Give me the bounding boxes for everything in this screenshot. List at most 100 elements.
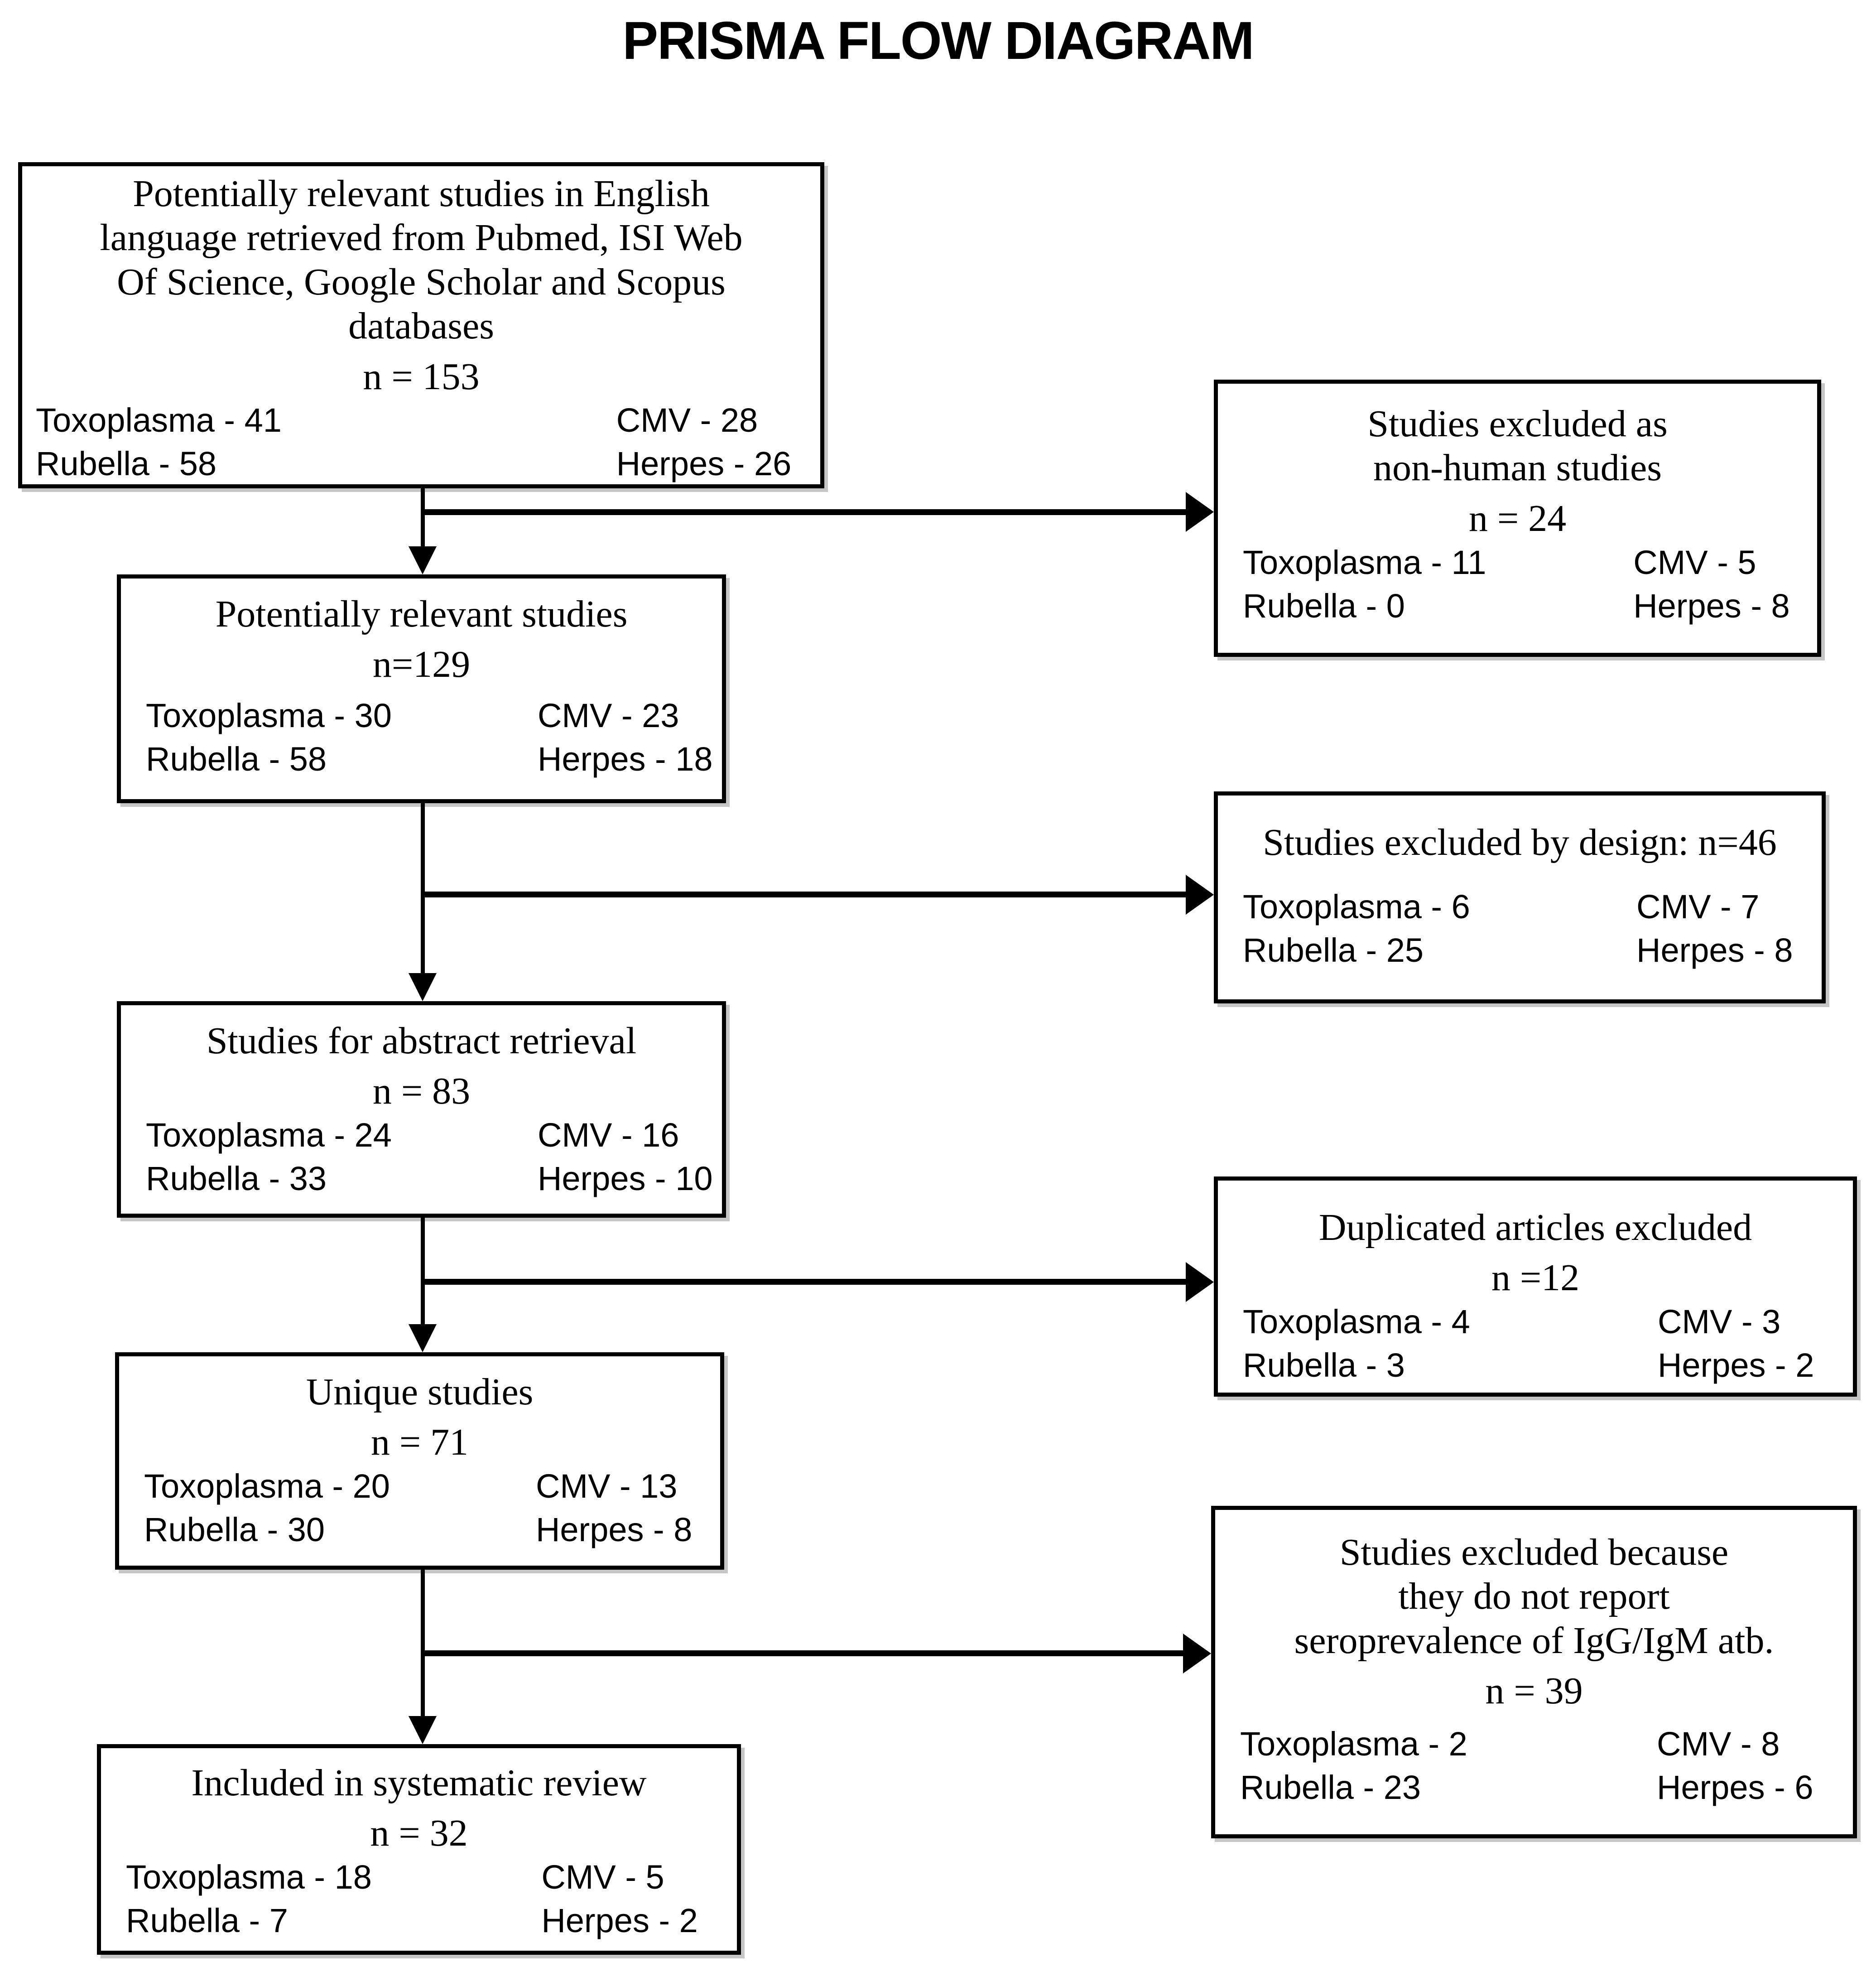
n-count: n = 39 <box>1485 1670 1583 1712</box>
heading-line: Of Science, Google Scholar and Scopus <box>117 260 726 303</box>
stats-grid: Toxoplasma - 20 Rubella - 30 CMV - 13 He… <box>119 1465 720 1552</box>
stats-col-left: Toxoplasma - 24 Rubella - 33 <box>146 1114 538 1200</box>
stats-grid: Toxoplasma - 18 Rubella - 7 CMV - 5 Herp… <box>101 1856 737 1943</box>
stat-herpes: Herpes - 8 <box>1633 587 1790 625</box>
connector-right-2 <box>423 892 1188 897</box>
stats-grid: Toxoplasma - 2 Rubella - 23 CMV - 8 Herp… <box>1215 1722 1853 1809</box>
connector-right-3 <box>423 1279 1188 1285</box>
stats-col-left: Toxoplasma - 11 Rubella - 0 <box>1243 541 1633 628</box>
arrowhead-right-3-icon <box>1186 1262 1214 1302</box>
stat-toxoplasma: Toxoplasma - 18 <box>126 1858 372 1896</box>
stat-cmv: CMV - 13 <box>535 1467 678 1505</box>
stats-col-left: Toxoplasma - 2 Rubella - 23 <box>1240 1722 1657 1809</box>
stat-toxoplasma: Toxoplasma - 4 <box>1243 1302 1470 1340</box>
stats-col-right: CMV - 5 Herpes - 2 <box>541 1856 737 1943</box>
n-count: n = 24 <box>1468 497 1567 540</box>
arrowhead-down-4-icon <box>409 1716 437 1744</box>
stat-cmv: CMV - 28 <box>616 401 758 439</box>
stats-col-left: Toxoplasma - 30 Rubella - 58 <box>146 694 538 781</box>
stats-grid: Toxoplasma - 24 Rubella - 33 CMV - 16 He… <box>121 1114 722 1200</box>
stat-herpes: Herpes - 2 <box>541 1902 698 1940</box>
stats-grid: Toxoplasma - 41 Rubella - 58 CMV - 28 He… <box>22 399 820 486</box>
connector-right-1 <box>423 509 1188 515</box>
stat-cmv: CMV - 5 <box>1633 543 1756 581</box>
box-heading: Potentially relevant studies in English … <box>22 172 820 348</box>
stats-col-left: Toxoplasma - 18 Rubella - 7 <box>126 1856 541 1943</box>
stats-col-right: CMV - 23 Herpes - 18 <box>538 694 722 781</box>
stats-col-right: CMV - 5 Herpes - 8 <box>1633 541 1817 628</box>
stat-rubella: Rubella - 3 <box>1243 1346 1405 1384</box>
box-heading: Studies excluded by design: n=46 <box>1218 820 1822 864</box>
stat-rubella: Rubella - 23 <box>1240 1768 1421 1806</box>
heading-line: language retrieved from Pubmed, ISI Web <box>100 217 743 259</box>
heading-line: databases <box>348 305 494 347</box>
stat-herpes: Herpes - 8 <box>535 1511 693 1549</box>
stat-toxoplasma: Toxoplasma - 11 <box>1243 543 1486 581</box>
stat-rubella: Rubella - 33 <box>146 1160 327 1198</box>
heading-line: Potentially relevant studies in English <box>133 173 710 215</box>
stats-col-right: CMV - 16 Herpes - 10 <box>538 1114 722 1200</box>
heading-line: Studies excluded as <box>1367 403 1668 445</box>
stat-toxoplasma: Toxoplasma - 20 <box>144 1467 390 1505</box>
stats-grid: Toxoplasma - 11 Rubella - 0 CMV - 5 Herp… <box>1218 541 1817 628</box>
heading-line: Potentially relevant studies <box>215 593 628 635</box>
page-title: PRISMA FLOW DIAGRAM <box>622 11 1254 71</box>
stat-rubella: Rubella - 25 <box>1243 931 1424 969</box>
stat-toxoplasma: Toxoplasma - 30 <box>146 696 392 734</box>
stats-col-right: CMV - 8 Herpes - 6 <box>1657 1722 1853 1809</box>
stat-cmv: CMV - 5 <box>541 1858 664 1896</box>
stat-toxoplasma: Toxoplasma - 6 <box>1243 887 1470 926</box>
box-relevant-studies: Potentially relevant studies n=129 Toxop… <box>117 574 726 803</box>
box-heading: Unique studies <box>119 1370 720 1414</box>
box-heading: Potentially relevant studies <box>121 592 722 636</box>
box-heading: Studies excluded as non-human studies <box>1218 402 1817 490</box>
stat-toxoplasma: Toxoplasma - 41 <box>36 401 282 439</box>
stats-grid: Toxoplasma - 4 Rubella - 3 CMV - 3 Herpe… <box>1218 1300 1853 1387</box>
stat-herpes: Herpes - 26 <box>616 445 792 483</box>
stat-herpes: Herpes - 8 <box>1636 931 1793 969</box>
box-excluded-duplicates: Duplicated articles excluded n =12 Toxop… <box>1214 1176 1857 1397</box>
stats-col-right: CMV - 3 Herpes - 2 <box>1658 1300 1853 1387</box>
n-count: n = 83 <box>372 1070 471 1113</box>
stats-grid: Toxoplasma - 6 Rubella - 25 CMV - 7 Herp… <box>1218 885 1822 972</box>
stats-col-left: Toxoplasma - 20 Rubella - 30 <box>144 1465 536 1552</box>
box-heading: Duplicated articles excluded <box>1218 1205 1853 1249</box>
stat-herpes: Herpes - 10 <box>537 1160 713 1198</box>
box-retrieved-studies: Potentially relevant studies in English … <box>18 162 824 488</box>
box-unique-studies: Unique studies n = 71 Toxoplasma - 20 Ru… <box>115 1352 724 1570</box>
stats-col-left: Toxoplasma - 4 Rubella - 3 <box>1243 1300 1658 1387</box>
box-heading: Studies excluded because they do not rep… <box>1215 1530 1853 1663</box>
stats-col-left: Toxoplasma - 41 Rubella - 58 <box>36 399 616 486</box>
stat-rubella: Rubella - 7 <box>126 1902 288 1940</box>
box-heading: Included in systematic review <box>101 1761 737 1805</box>
stat-toxoplasma: Toxoplasma - 2 <box>1240 1725 1467 1763</box>
stat-herpes: Herpes - 6 <box>1657 1768 1813 1806</box>
connector-down-1 <box>421 486 425 550</box>
heading-line: Unique studies <box>306 1371 534 1413</box>
n-count: n = 32 <box>370 1812 468 1855</box>
arrowhead-right-1-icon <box>1186 492 1214 532</box>
stat-rubella: Rubella - 30 <box>144 1511 325 1549</box>
spacer <box>1215 1713 1853 1722</box>
stats-grid: Toxoplasma - 30 Rubella - 58 CMV - 23 He… <box>121 694 722 781</box>
connector-down-4 <box>421 1567 425 1718</box>
spacer <box>121 687 722 694</box>
stat-cmv: CMV - 23 <box>537 696 679 734</box>
box-included-review: Included in systematic review n = 32 Tox… <box>97 1744 741 1955</box>
arrowhead-down-1-icon <box>409 546 437 574</box>
stat-herpes: Herpes - 2 <box>1657 1346 1814 1384</box>
n-count: n = 153 <box>363 355 480 398</box>
n-count: n = 71 <box>370 1421 469 1464</box>
arrowhead-right-4-icon <box>1183 1634 1211 1673</box>
heading-line: Studies excluded by design: n=46 <box>1263 821 1777 863</box>
heading-line: Studies excluded because <box>1339 1531 1729 1573</box>
box-excluded-nonhuman: Studies excluded as non-human studies n … <box>1214 380 1821 657</box>
heading-line: Studies for abstract retrieval <box>206 1020 637 1062</box>
heading-line: non-human studies <box>1373 447 1662 489</box>
stats-col-right: CMV - 7 Herpes - 8 <box>1636 885 1822 972</box>
stats-col-right: CMV - 28 Herpes - 26 <box>616 399 820 486</box>
box-excluded-no-seroprevalence: Studies excluded because they do not rep… <box>1211 1506 1857 1838</box>
arrowhead-down-2-icon <box>409 973 437 1001</box>
stat-rubella: Rubella - 0 <box>1243 587 1405 625</box>
